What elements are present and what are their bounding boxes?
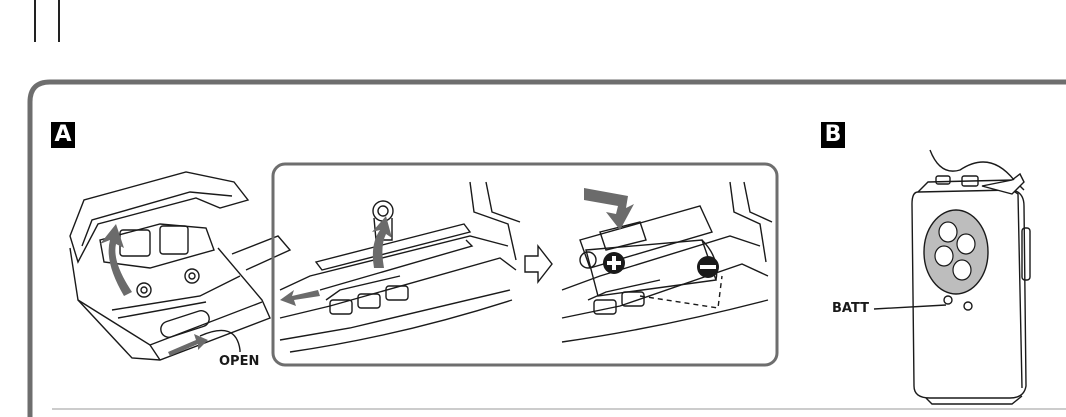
- panel-b-label: B: [821, 122, 845, 148]
- battery-lid-area: [923, 209, 989, 295]
- cover-lift-arrow-icon: [372, 216, 392, 268]
- cover-open-drawing: [279, 181, 521, 353]
- next-step-arrow-icon: [524, 243, 553, 285]
- battery-insert-drawing: [561, 181, 773, 343]
- battery-dashed-line: [639, 275, 723, 309]
- player-open-drawing: [69, 171, 292, 361]
- batt-label: BATT: [832, 301, 869, 316]
- slide-arrow-icon: [168, 334, 208, 356]
- insert-arrow-icon: [584, 188, 634, 230]
- lift-arrow-icon: [100, 224, 132, 296]
- minus-terminal-icon: [697, 256, 719, 278]
- battery-lid-holes: [934, 221, 976, 281]
- open-label: OPEN: [219, 354, 260, 369]
- plus-terminal-icon: [603, 252, 625, 274]
- open-leader-line: [199, 329, 241, 352]
- cover-slide-arrow-icon: [280, 290, 320, 306]
- player-front-drawing: [911, 149, 1031, 405]
- detail-box: [271, 162, 779, 367]
- batt-leader-line: [873, 304, 947, 310]
- outer-frame: [27, 79, 1066, 417]
- panel-a-label: A: [51, 122, 75, 148]
